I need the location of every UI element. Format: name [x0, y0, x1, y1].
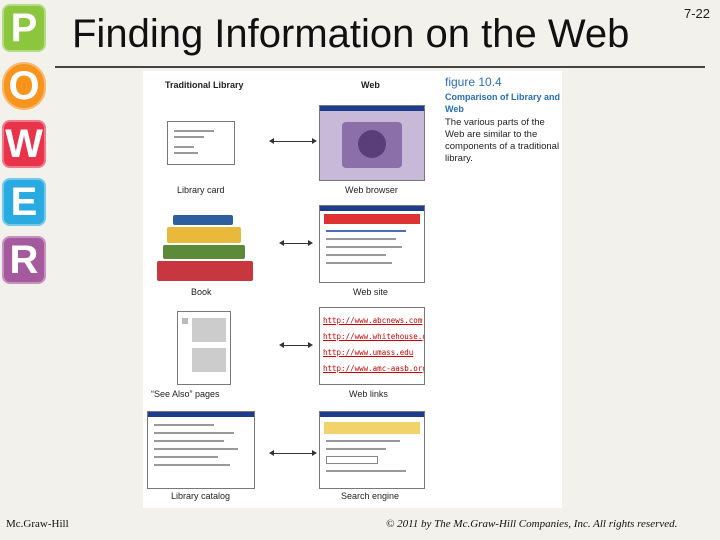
column-heading-web: Web: [361, 80, 380, 90]
power-letter-o: O: [2, 62, 46, 110]
caption-see-also: “See Also” pages: [151, 389, 220, 399]
library-card-image: [167, 121, 235, 165]
see-also-pages-image: [177, 311, 231, 385]
arrow-row-2: [279, 240, 313, 246]
arrow-row-1: [269, 138, 317, 144]
web-link-3[interactable]: http://www.umass.edu: [323, 348, 414, 357]
arrow-row-3: [279, 342, 313, 348]
slide-title: Finding Information on the Web: [72, 12, 630, 56]
web-link-1[interactable]: http://www.abcnews.com: [323, 316, 423, 325]
figure-description: The various parts of the Web are similar…: [445, 117, 560, 164]
search-engine-image: [319, 411, 425, 489]
caption-book: Book: [191, 287, 212, 297]
figure-title: Comparison of Library and Web: [445, 92, 561, 114]
web-browser-image: [319, 105, 425, 181]
library-catalog-image: [147, 411, 255, 489]
caption-library-catalog: Library catalog: [171, 491, 231, 501]
web-site-image: [319, 205, 425, 283]
caption-search-engine: Search engine: [341, 491, 400, 501]
web-link-4[interactable]: http://www.amc-aasb.org: [323, 364, 425, 373]
power-letter-e: E: [2, 178, 46, 226]
column-heading-library: Traditional Library: [165, 80, 244, 90]
footer-publisher: Mc.Graw-Hill: [6, 518, 69, 530]
title-divider: [55, 66, 705, 68]
footer-copyright: © 2011 by The Mc.Graw-Hill Companies, In…: [386, 518, 678, 530]
caption-web-links: Web links: [349, 389, 388, 399]
arrow-row-4: [269, 450, 317, 456]
figure-number: figure 10.4: [445, 75, 502, 89]
web-link-2[interactable]: http://www.whitehouse.gov: [323, 332, 425, 341]
caption-library-card: Library card: [177, 185, 225, 195]
power-letter-p: P: [2, 4, 46, 52]
web-links-image: http://www.abcnews.com http://www.whiteh…: [319, 307, 425, 385]
figure-panel: Traditional Library Web figure 10.4 Comp…: [143, 71, 562, 508]
caption-web-browser: Web browser: [345, 185, 398, 195]
slide-number: 7-22: [684, 6, 711, 21]
caption-web-site: Web site: [353, 287, 388, 297]
book-stack-image: [157, 215, 257, 285]
power-letter-r: R: [2, 236, 46, 284]
power-letter-w: W: [2, 120, 46, 168]
